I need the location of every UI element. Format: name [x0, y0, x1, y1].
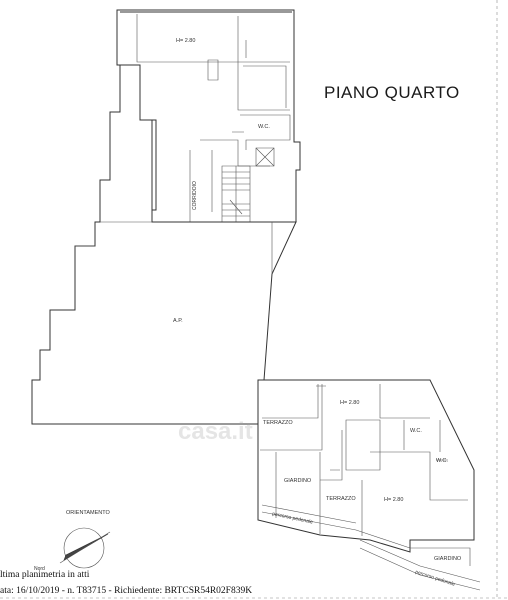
room-label-terrazzo-2: TERRAZZO — [326, 496, 356, 502]
path-label-percorso-1: percorso pedonale — [272, 511, 314, 526]
orientation-label: ORIENTAMENTO — [66, 510, 111, 516]
upper-block — [116, 9, 301, 223]
room-label-giardino-1: GIARDINO — [284, 478, 312, 484]
compass-line — [59, 531, 111, 564]
lower-block — [257, 379, 481, 591]
room-label-giardino-2: GIARDINO — [434, 556, 462, 562]
floor-title: PIANO QUARTO — [324, 83, 460, 102]
room-height-label-low: H= 2.80 — [384, 497, 403, 503]
north-label: Nord — [34, 566, 45, 572]
footer-line-2: ata: 16/10/2019 - n. T83715 - Richiedent… — [0, 586, 253, 596]
room-label-wc-right: W.C. — [436, 458, 448, 464]
room-label-wc-mid: W.C. — [410, 428, 422, 434]
room-label-corridoio: CORRIDOIO — [192, 181, 198, 210]
compass-circle — [63, 527, 105, 569]
watermark-logo: casa.it — [178, 418, 253, 445]
ap-area — [31, 64, 297, 425]
path-label-percorso-2: percorso pedonale — [414, 569, 455, 588]
footer-line-1: ltima planimetria in atti — [0, 570, 90, 580]
room-height-label-top: H= 2.80 — [176, 38, 195, 44]
room-label-ap: A.P. — [173, 318, 183, 324]
room-label-terrazzo-1: TERRAZZO — [263, 420, 293, 426]
orientation-compass: ORIENTAMENTO Nord — [34, 510, 111, 572]
room-label-wc-top: W.C. — [258, 124, 270, 130]
room-height-label-mid: H= 2.80 — [340, 400, 359, 406]
